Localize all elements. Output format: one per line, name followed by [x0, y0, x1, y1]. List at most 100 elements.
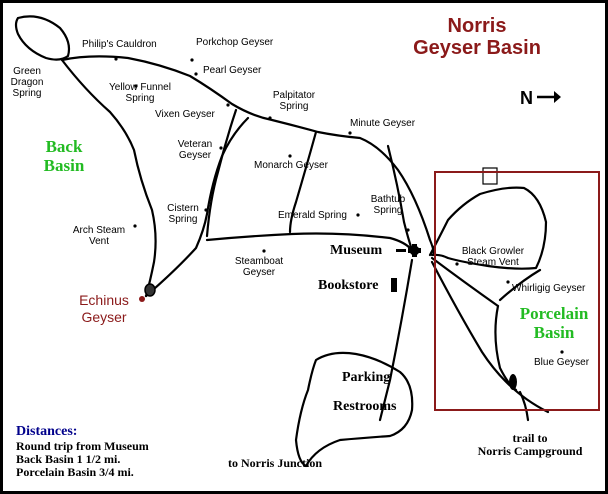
label-emerald-spring: Emerald Spring	[278, 210, 347, 221]
label-porkchop-geyser: Porkchop Geyser	[196, 37, 274, 48]
dot-porkchop	[190, 58, 194, 62]
label-trail-to-campground: trail to Norris Campground	[470, 432, 590, 458]
dot-monarch	[288, 154, 292, 158]
echinus-line-1: Echinus	[79, 292, 129, 308]
dot-yellow-funnel	[134, 84, 138, 88]
trail-to-campground	[430, 260, 550, 414]
label-to-norris-junction: to Norris Junction	[228, 456, 322, 470]
label-green-dragon-spring: Green Dragon Spring	[6, 66, 48, 99]
label-arch-steam-vent: Arch Steam Vent	[64, 225, 134, 247]
trail-whirligig	[498, 268, 542, 302]
echinus-crater	[144, 283, 156, 297]
porcelain-basin-box	[434, 171, 600, 411]
dot-pearl	[194, 72, 198, 76]
trail-porcelain-lower	[430, 256, 500, 308]
porcelain-black-pool	[509, 374, 517, 390]
label-palpitator-spring: Palpitator Spring	[264, 90, 324, 112]
back-basin-line-1: Back	[45, 137, 83, 156]
porcelain-basin-line-1: Porcelain	[519, 304, 589, 323]
label-museum: Museum	[330, 243, 383, 258]
back-basin-label: Back Basin	[34, 137, 94, 175]
trail-echinus-return	[144, 116, 250, 298]
cistern-line-2: Spring	[168, 214, 198, 225]
trail-east-spur	[288, 130, 318, 234]
dot-blue	[560, 350, 564, 354]
palpitator-line-1: Palpitator	[272, 90, 316, 101]
overlook-building	[482, 167, 498, 185]
label-pearl-geyser: Pearl Geyser	[203, 65, 262, 76]
parking-lot-outline	[294, 351, 414, 468]
distances-line-1: Round trip from Museum	[16, 439, 149, 453]
label-steamboat-geyser: Steamboat Geyser	[228, 256, 290, 278]
title-line-1: Norris	[447, 15, 507, 37]
trails	[60, 55, 550, 468]
green-dragon-line-2: Dragon	[10, 77, 44, 88]
north-arrow-icon	[537, 91, 561, 103]
echinus-line-2: Geyser	[81, 309, 127, 325]
dot-steamboat	[262, 249, 266, 253]
dot-palpitator	[268, 116, 272, 120]
label-monarch-geyser: Monarch Geyser	[254, 160, 328, 171]
steamboat-line-1: Steamboat	[234, 256, 284, 267]
dot-cistern	[204, 208, 208, 212]
label-bookstore: Bookstore	[318, 278, 379, 293]
dot-black-growler	[455, 262, 459, 266]
title-line-2: Geyser Basin	[413, 37, 541, 59]
dot-emerald	[356, 213, 360, 217]
black-growler-line-1: Black Growler	[461, 246, 525, 257]
green-dragon-line-1: Green	[13, 66, 41, 77]
label-veteran-geyser: Veteran Geyser	[172, 139, 218, 161]
dot-bathtub	[406, 228, 410, 232]
trail-museum-west	[205, 232, 414, 252]
distances-line-3: Porcelain Basin 3/4 mi.	[16, 465, 134, 479]
veteran-line-2: Geyser	[178, 150, 212, 161]
trail-to-junction	[378, 258, 414, 422]
distances-line-2: Back Basin 1 1/2 mi.	[16, 452, 121, 466]
label-black-growler-steam-vent: Black Growler Steam Vent	[452, 246, 534, 268]
label-philips-cauldron: Philip's Cauldron	[82, 39, 157, 50]
dot-philips	[114, 57, 118, 61]
dot-arch-steam	[133, 224, 137, 228]
cistern-line-1: Cistern	[167, 203, 199, 214]
bookstore-icon	[391, 278, 397, 292]
label-vixen-geyser: Vixen Geyser	[155, 109, 215, 120]
trail-porcelain-loop	[428, 186, 548, 270]
map-title: Norris Geyser Basin	[402, 15, 552, 59]
arch-steam-line-2: Vent	[88, 236, 110, 247]
label-bathtub-spring: Bathtub Spring	[366, 194, 410, 216]
green-dragon-pool	[14, 15, 71, 61]
dot-minute	[348, 131, 352, 135]
yellow-funnel-line-2: Spring	[125, 93, 155, 104]
trail-line-2: Norris Campground	[477, 444, 583, 458]
black-growler-line-2: Steam Vent	[467, 257, 519, 268]
trail-line-1: trail to	[512, 431, 548, 445]
dot-vixen	[226, 103, 230, 107]
trail-mid-north	[205, 108, 238, 238]
dot-whirligig	[506, 280, 510, 284]
trail-back-basin-outer	[60, 55, 435, 257]
distances-heading: Distances:	[16, 424, 78, 439]
palpitator-line-2: Spring	[279, 101, 309, 112]
trail-bathtub	[386, 144, 414, 252]
trail-west-side	[60, 58, 157, 298]
trail-campground-spur	[518, 390, 530, 422]
label-restrooms: Restrooms	[333, 399, 397, 414]
porcelain-basin-line-2: Basin	[533, 323, 575, 342]
label-whirligig-geyser: Whirligig Geyser	[512, 283, 586, 294]
yellow-funnel-line-1: Yellow Funnel	[109, 82, 171, 93]
dot-veteran	[219, 146, 223, 150]
label-blue-geyser: Blue Geyser	[534, 357, 590, 368]
label-echinus-geyser: Echinus Geyser	[64, 292, 144, 326]
label-yellow-funnel-spring: Yellow Funnel Spring	[102, 82, 178, 104]
back-basin-line-2: Basin	[43, 156, 85, 175]
label-parking: Parking	[342, 370, 391, 385]
steamboat-line-2: Geyser	[242, 267, 276, 278]
label-cistern-spring: Cistern Spring	[160, 203, 206, 225]
label-minute-geyser: Minute Geyser	[350, 118, 416, 129]
echinus-dot	[139, 296, 145, 302]
feature-dots	[114, 57, 564, 354]
arch-steam-line-1: Arch Steam	[72, 225, 126, 236]
